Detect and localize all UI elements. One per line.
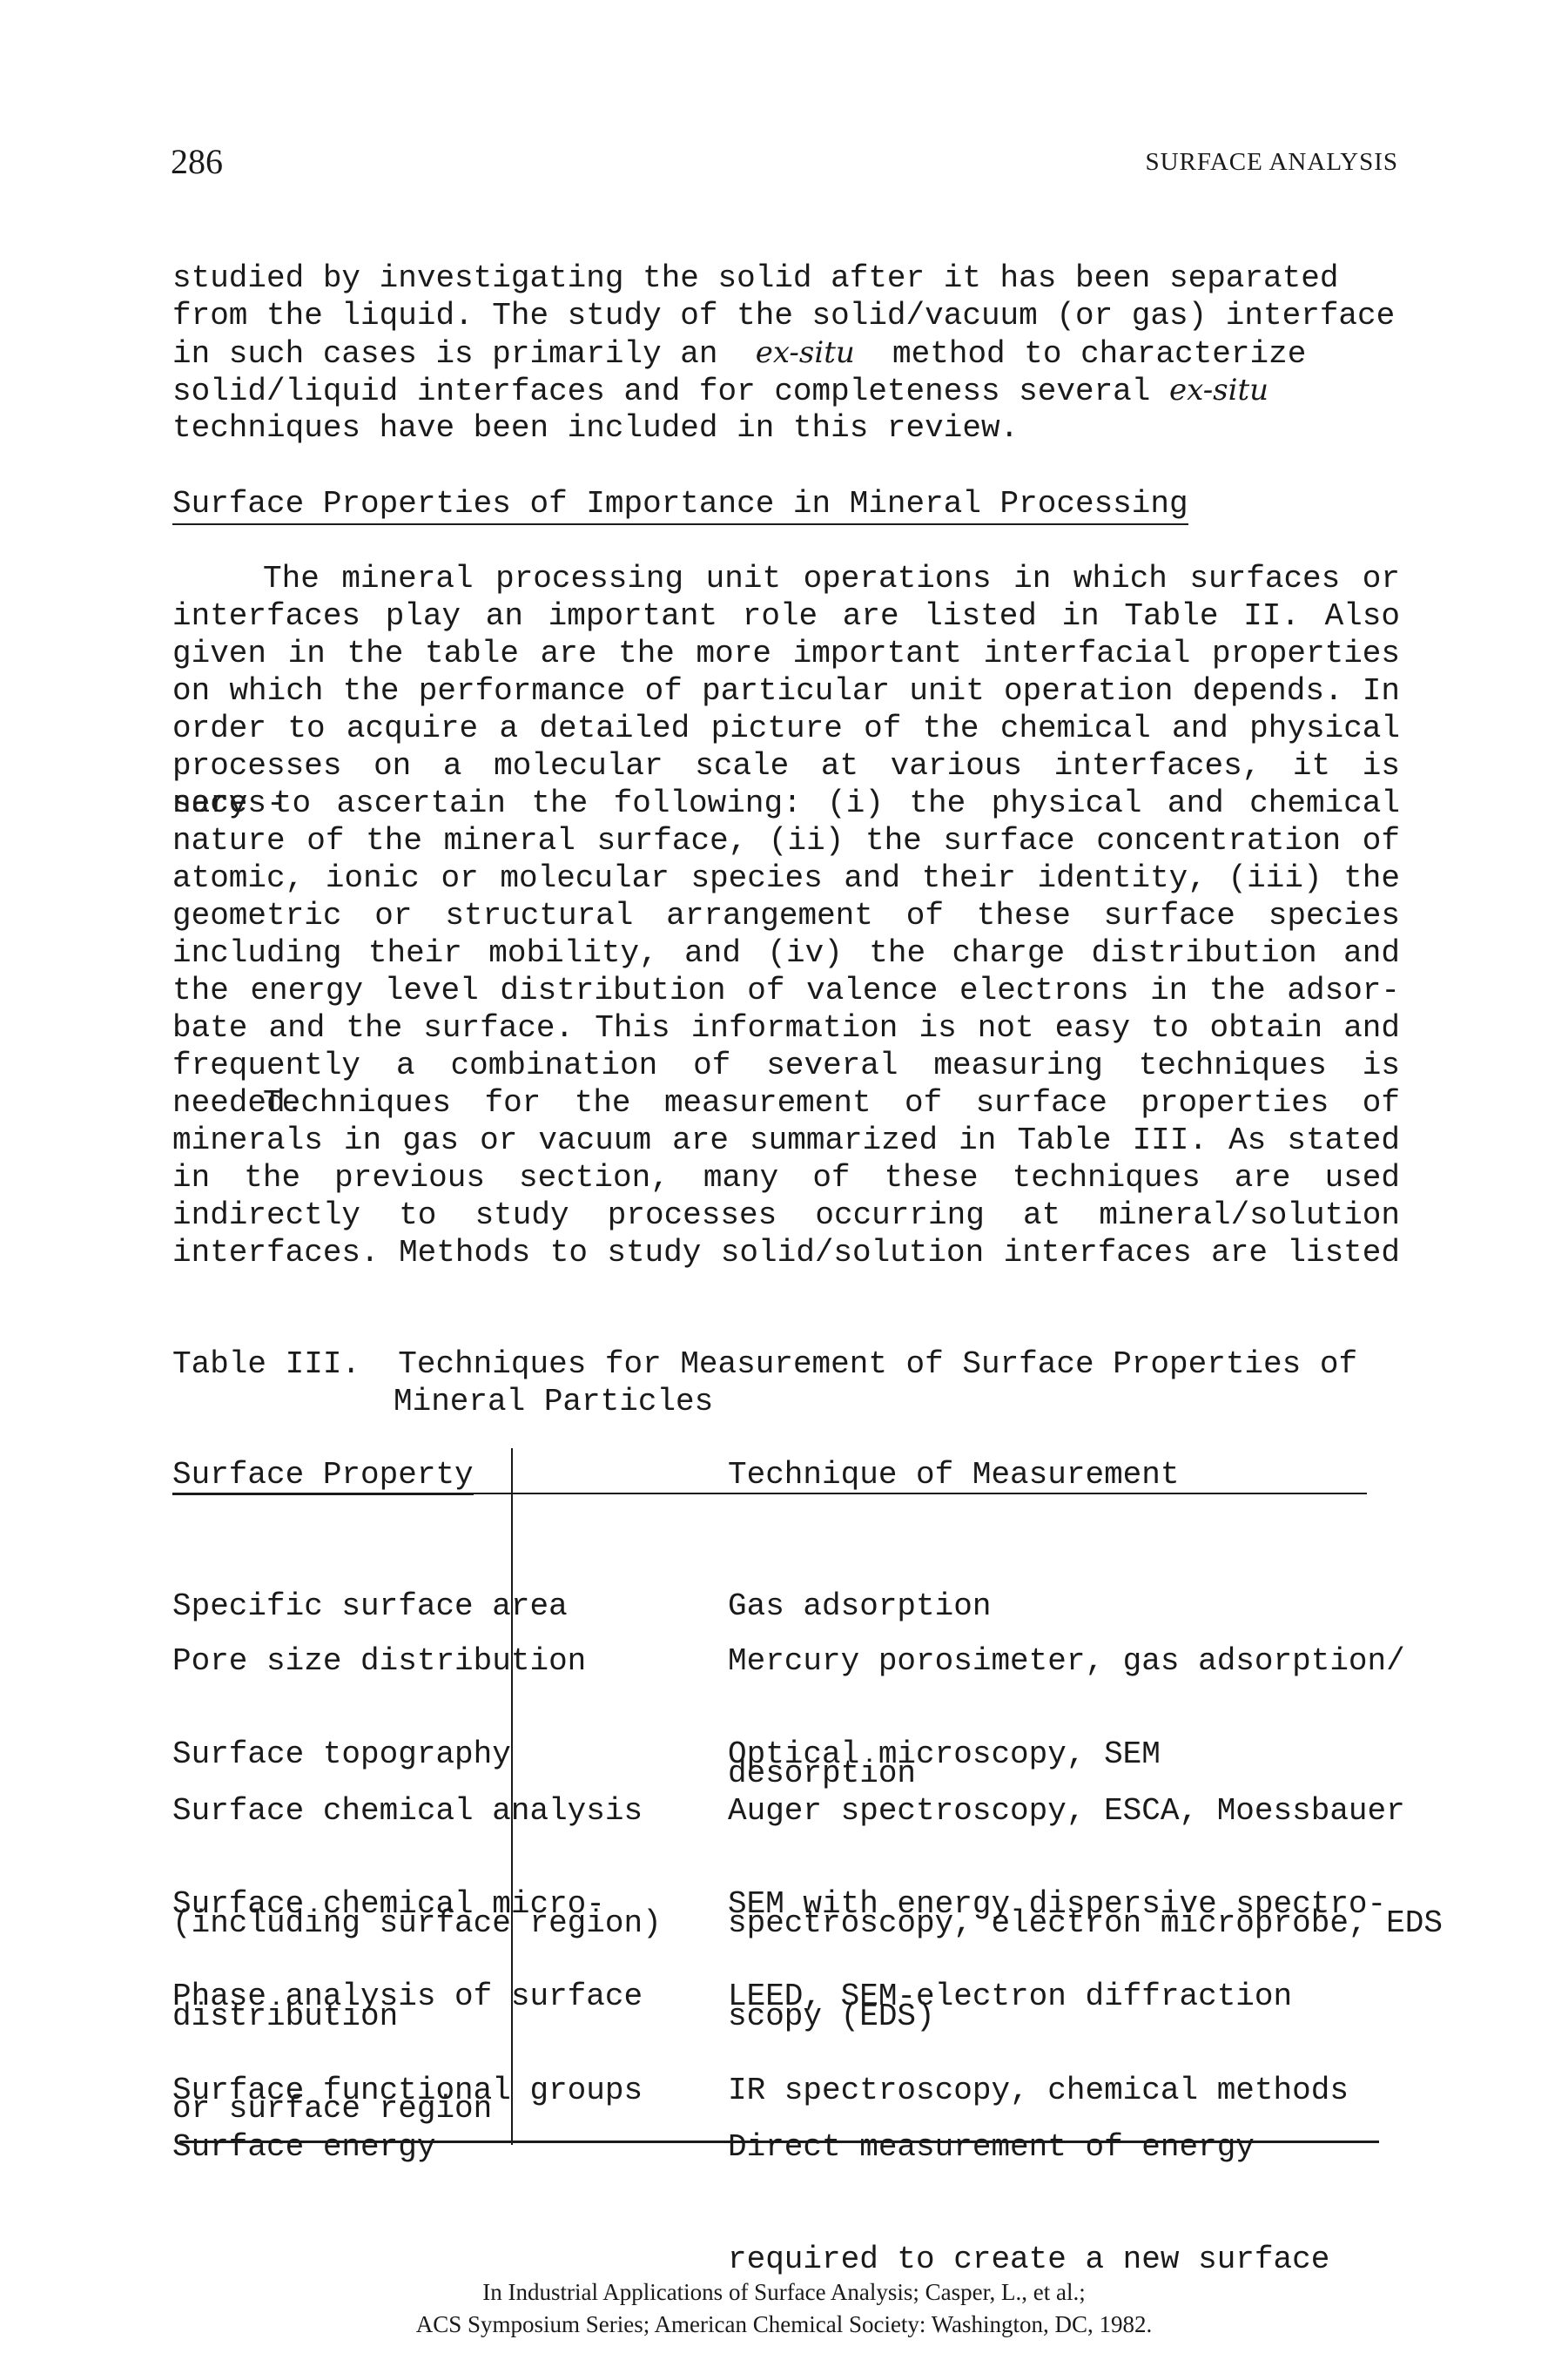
body-line: minerals in gas or vacuum are summarized… — [172, 1123, 1400, 1158]
cell-line: LEED, SEM-electron diffraction — [728, 1979, 1293, 2014]
intro-line: solid/liquid interfaces and for complete… — [172, 372, 1400, 409]
table-cell-technique: Auger spectroscopy, ESCA, Moessbauer spe… — [728, 1717, 1443, 2017]
table-cell-technique: Mercury porosimeter, gas adsorption/ des… — [728, 1568, 1405, 1867]
cell-line: distribution — [172, 1999, 399, 2034]
intro-line: techniques have been included in this re… — [172, 410, 1020, 446]
page-number: 286 — [171, 142, 223, 181]
cell-line: Direct measurement of energy — [728, 2129, 1255, 2165]
intro-line-text: solid/liquid interfaces and for complete… — [172, 374, 1151, 409]
table-cell-property: Phase analysis of surface or surface reg… — [172, 1903, 643, 2202]
body-line: on which the performance of particular u… — [172, 673, 1400, 709]
cell-line: SEM with energy dispersive spectro- — [728, 1886, 1387, 1922]
cell-line: spectroscopy, electron microprobe, EDS — [728, 1905, 1443, 1941]
ex-situ-italic: ex-situ — [755, 335, 855, 370]
table-header-rule — [172, 1493, 1367, 1494]
table-title-line: Mineral Particles — [394, 1384, 714, 1419]
body-line: processes on a molecular scale at variou… — [172, 748, 1400, 821]
cell-line: required to create a new surface — [728, 2242, 1330, 2277]
table-cell-technique: Gas adsorption — [728, 1513, 991, 1700]
table-caption: Table III. Techniques for Measurement of… — [172, 1345, 1357, 1420]
cell-line: desorption — [728, 1756, 917, 1791]
intro-line-text: in such cases is primarily an — [172, 336, 718, 372]
table-header-technique: Technique of Measurement — [728, 1457, 1180, 1493]
body-line: interfaces. Methods to study solid/solut… — [172, 1235, 1400, 1271]
table-title-line: Techniques for Measurement of Surface Pr… — [398, 1346, 1358, 1382]
body-line: The mineral processing unit operations i… — [263, 561, 1400, 597]
running-title: SURFACE ANALYSIS — [1145, 148, 1398, 176]
table-cell-property: Surface energy — [172, 2053, 435, 2241]
cell-line: Pore size distribution — [172, 1643, 587, 1679]
body-line: Techniques for the measurement of surfac… — [263, 1085, 1400, 1121]
cell-line: Phase analysis of surface — [172, 1979, 643, 2014]
cell-line: scopy (EDS) — [728, 1999, 935, 2034]
body-line: frequently a combination of several meas… — [172, 1048, 1400, 1121]
body-line: given in the table are the more importan… — [172, 636, 1400, 671]
intro-line: in such cases is primarily an ex-situ me… — [172, 334, 1400, 372]
body-line: in the previous section, many of these t… — [172, 1160, 1400, 1196]
table-cell-property: Surface topography — [172, 1661, 511, 1848]
table-cell-property: Surface chemical micro- distribution — [172, 1810, 605, 2110]
body-line: the energy level distribution of valence… — [172, 973, 1400, 1008]
intro-paragraph: studied by investigating the solid after… — [172, 260, 1400, 447]
cell-line: Surface functional groups — [172, 2073, 643, 2108]
table-cell-technique: LEED, SEM-electron diffraction — [728, 1903, 1292, 2090]
body-line: atomic, ionic or molecular species and t… — [172, 860, 1400, 896]
table-column-divider — [511, 1448, 513, 2145]
table-cell-property: Specific surface area — [172, 1513, 568, 1700]
citation-footer-line: ACS Symposium Series; American Chemical … — [415, 2311, 1153, 2337]
cell-line: Surface energy — [172, 2129, 436, 2165]
cell-line: Surface chemical micro- — [172, 1886, 605, 1922]
table-cell-technique: SEM with energy dispersive spectro- scop… — [728, 1810, 1386, 2110]
body-line: sary to ascertain the following: (i) the… — [172, 785, 1400, 821]
table-cell-technique: Optical microscopy, SEM — [728, 1661, 1161, 1848]
section-heading: Surface Properties of Importance in Mine… — [172, 485, 1188, 525]
cell-line: Specific surface area — [172, 1588, 568, 1624]
cell-line: Mercury porosimeter, gas adsorption/ — [728, 1643, 1405, 1679]
table-label: Table III. — [172, 1346, 361, 1382]
body-line: order to acquire a detailed picture of t… — [172, 711, 1400, 746]
body-line: interfaces play an important role are li… — [172, 598, 1400, 634]
cell-line: Surface chemical analysis — [172, 1793, 643, 1829]
cell-line: (including surface region) — [172, 1905, 662, 1941]
intro-line: studied by investigating the solid after… — [172, 260, 1339, 296]
body-line: geometric or structural arrangement of t… — [172, 898, 1400, 934]
cell-line: Auger spectroscopy, ESCA, Moessbauer — [728, 1793, 1405, 1829]
body-line: indirectly to study processes occurring … — [172, 1197, 1400, 1233]
intro-line: from the liquid. The study of the solid/… — [172, 298, 1396, 334]
cell-line: or surface region — [172, 2091, 493, 2127]
table-cell-technique: IR spectroscopy, chemical methods — [728, 1997, 1349, 2184]
table-cell-property: Pore size distribution — [172, 1568, 586, 1755]
table-cell-technique: Direct measurement of energy required to… — [728, 2053, 1329, 2353]
body-line: bate and the surface. This information i… — [172, 1010, 1400, 1046]
ex-situ-italic: ex-situ — [1169, 373, 1269, 408]
table-bottom-rule — [179, 2141, 1379, 2143]
intro-line-text: method to characterize — [892, 336, 1307, 372]
citation-footer-line: In Industrial Applications of Surface An… — [482, 2279, 1086, 2305]
cell-line: IR spectroscopy, chemical methods — [728, 2073, 1349, 2108]
body-line: nature of the mineral surface, (ii) the … — [172, 823, 1400, 859]
table-cell-property: Surface chemical analysis (including sur… — [172, 1717, 662, 2017]
table-header-property: Surface Property — [172, 1456, 474, 1495]
body-paragraph: The mineral processing unit operations i… — [172, 560, 1400, 1271]
cell-line: Gas adsorption — [728, 1588, 992, 1624]
cell-line: Optical microscopy, SEM — [728, 1736, 1161, 1772]
body-line: including their mobility, and (iv) the c… — [172, 935, 1400, 971]
cell-line: Surface topography — [172, 1736, 511, 1772]
table-cell-property: Surface functional groups — [172, 1997, 643, 2184]
